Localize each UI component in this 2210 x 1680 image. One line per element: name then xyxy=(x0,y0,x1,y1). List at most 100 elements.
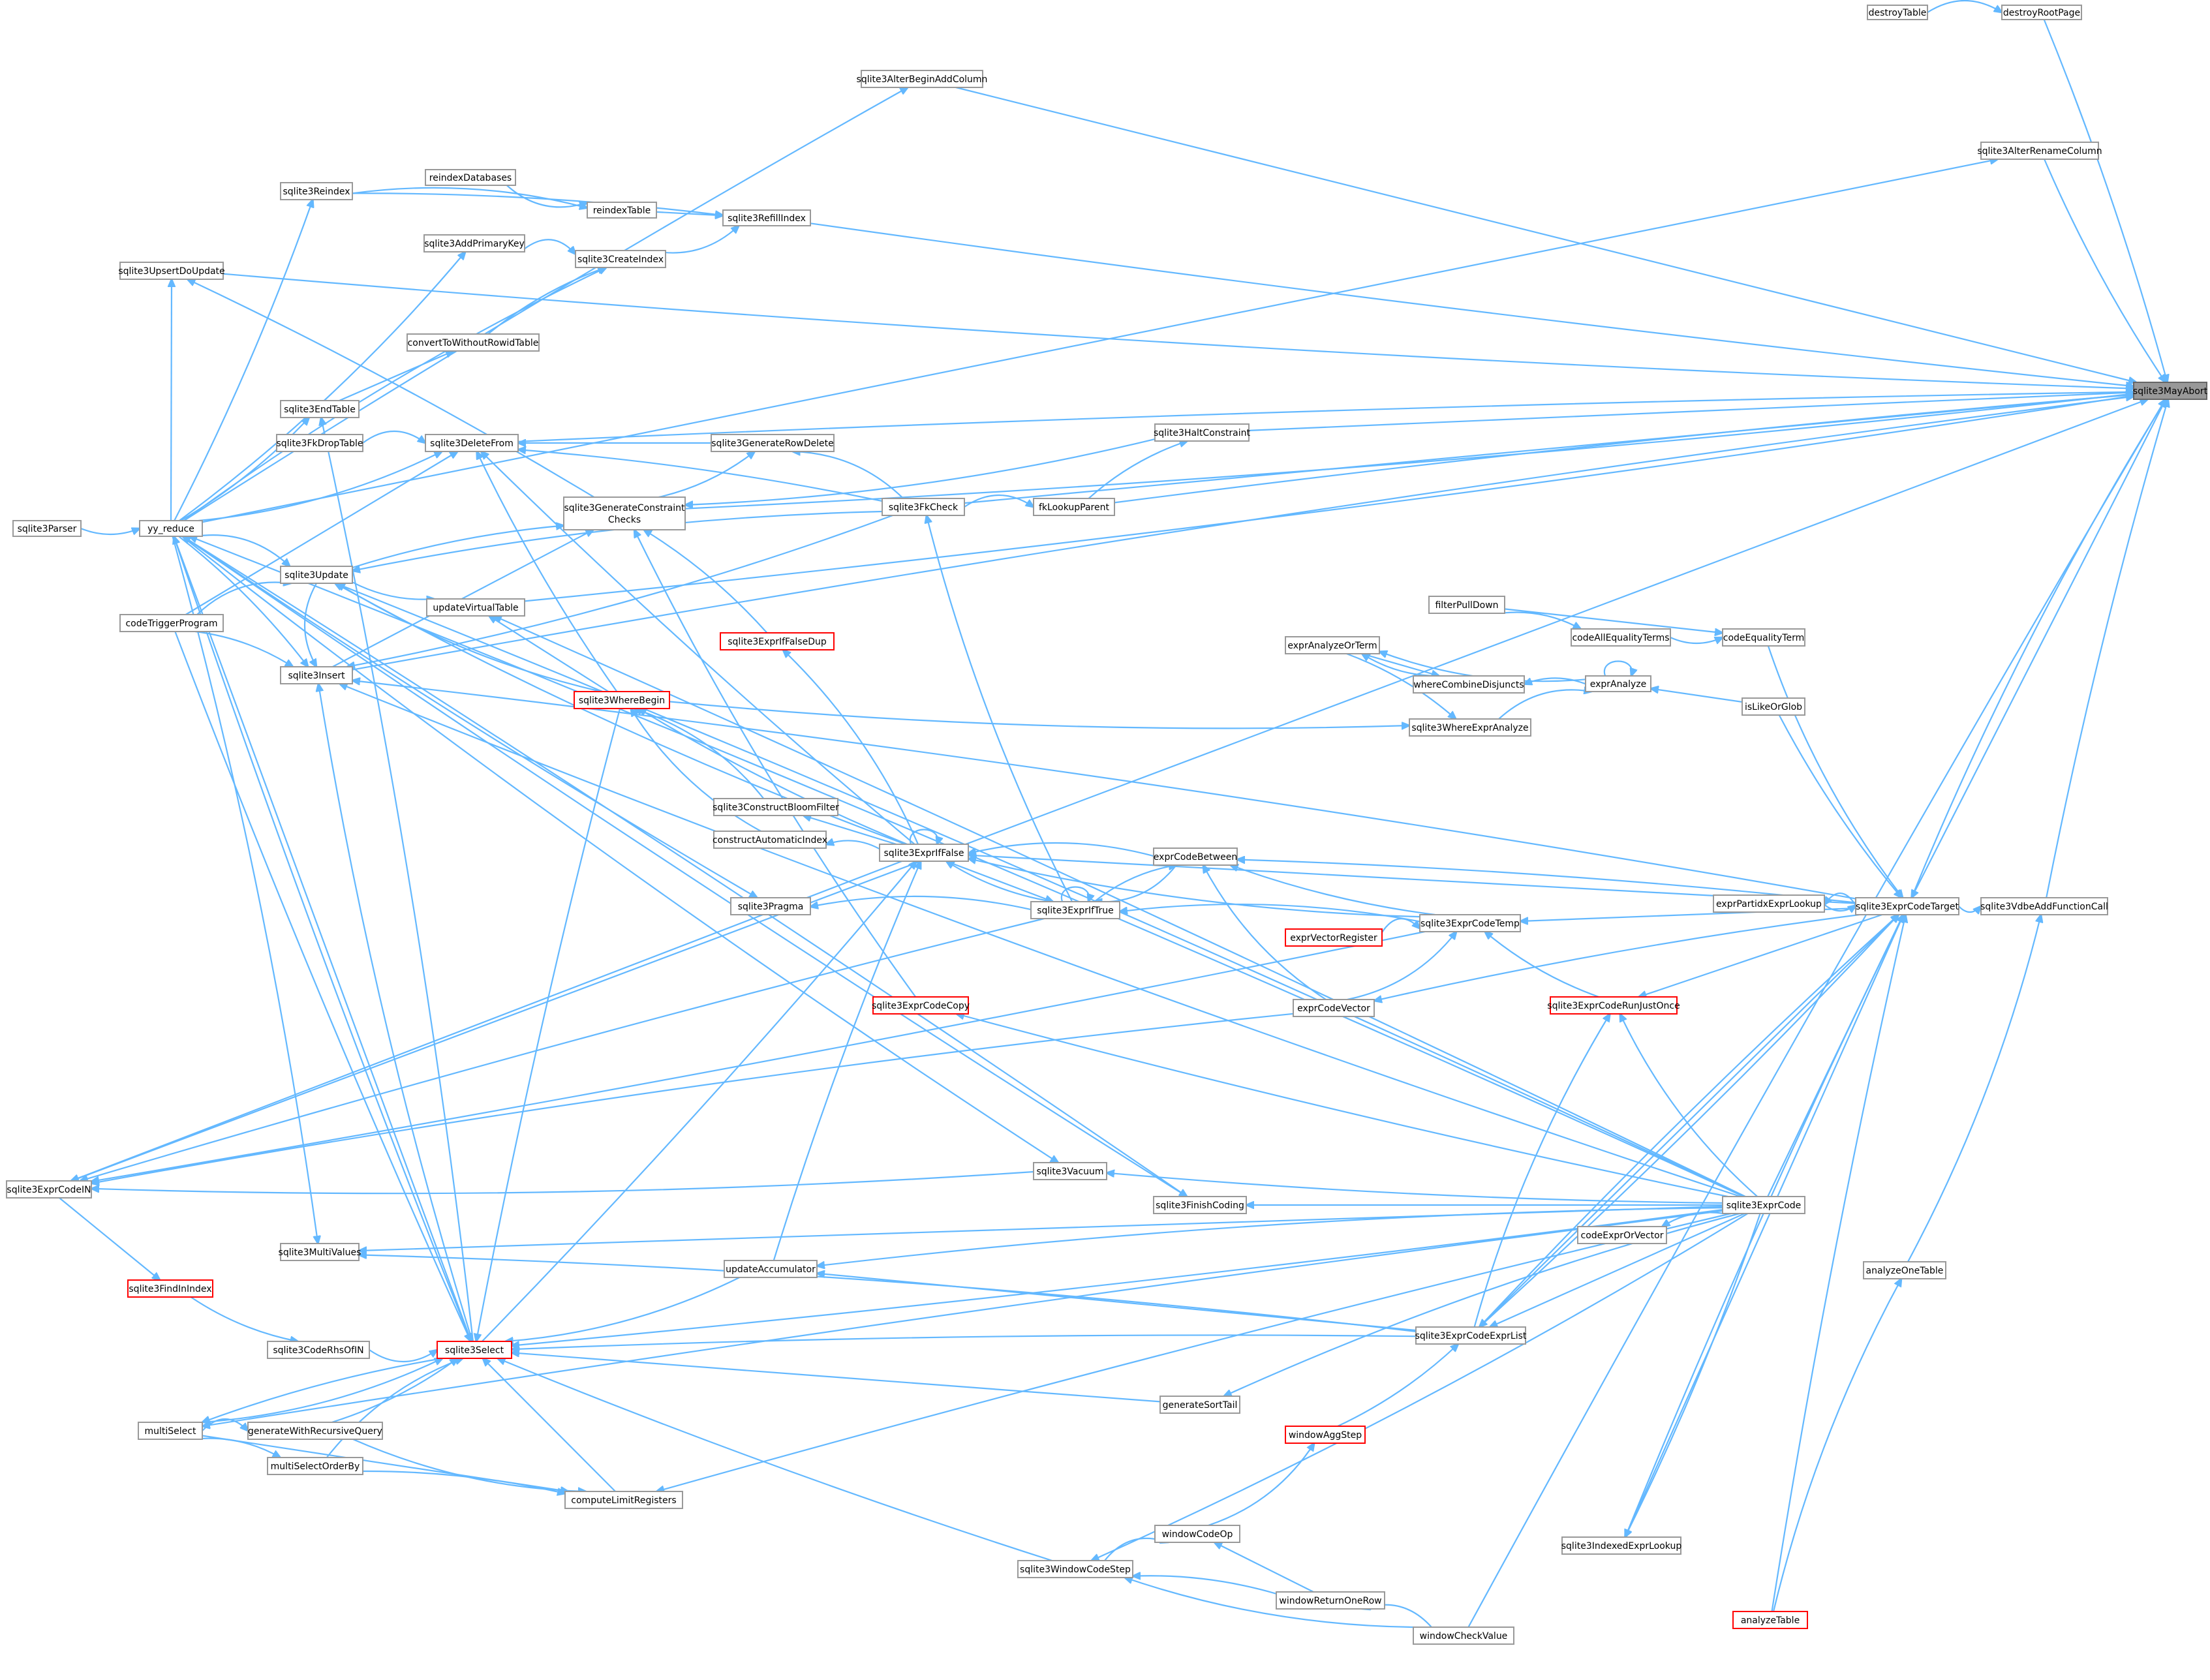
node-fkDropTable[interactable]: sqlite3FkDropTable xyxy=(276,434,363,452)
node-reindexDatabases[interactable]: reindexDatabases xyxy=(425,169,516,186)
node-analyzeOneTable[interactable]: analyzeOneTable xyxy=(1863,1261,1946,1279)
node-box-destroyTable xyxy=(1867,5,1928,20)
node-refillIndex[interactable]: sqlite3RefillIndex xyxy=(722,209,811,226)
node-destroyTable[interactable]: destroyTable xyxy=(1867,5,1928,20)
node-pragma[interactable]: sqlite3Pragma xyxy=(730,897,811,915)
node-exprCode[interactable]: sqlite3ExprCode xyxy=(1722,1196,1805,1214)
node-deleteFrom[interactable]: sqlite3DeleteFrom xyxy=(425,434,519,452)
node-codeAllEqualityTerms[interactable]: codeAllEqualityTerms xyxy=(1571,628,1671,647)
node-finishCoding[interactable]: sqlite3FinishCoding xyxy=(1153,1196,1247,1214)
node-filterPullDown[interactable]: filterPullDown xyxy=(1428,596,1505,614)
node-analyzeTable[interactable]: analyzeTable xyxy=(1732,1611,1808,1629)
node-exprVectorRegister[interactable]: exprVectorRegister xyxy=(1285,928,1383,947)
node-destroyRootPage[interactable]: destroyRootPage xyxy=(2001,5,2082,20)
node-exprCodeCopy[interactable]: sqlite3ExprCodeCopy xyxy=(872,996,970,1015)
node-windowCodeStep[interactable]: sqlite3WindowCodeStep xyxy=(1017,1560,1133,1578)
node-box-exprAnalyze xyxy=(1585,675,1651,692)
node-parser[interactable]: sqlite3Parser xyxy=(12,520,82,537)
call-edge-multiSelect-to-generateWithRecursiveQuery xyxy=(202,1418,248,1431)
node-generateSortTail[interactable]: generateSortTail xyxy=(1159,1396,1240,1414)
node-whereBegin[interactable]: sqlite3WhereBegin xyxy=(574,691,670,709)
node-box-multiSelectOrderBy xyxy=(267,1457,363,1475)
node-box-exprCodeRunJustOnce xyxy=(1550,996,1678,1015)
node-vdbeAddFunctionCall[interactable]: sqlite3VdbeAddFunctionCall xyxy=(1980,897,2108,915)
node-findInIndex[interactable]: sqlite3FindInIndex xyxy=(127,1279,213,1298)
node-label-pragma: sqlite3Pragma xyxy=(738,902,804,912)
node-update[interactable]: sqlite3Update xyxy=(280,566,353,584)
node-exprIfFalseDup[interactable]: sqlite3ExprIfFalseDup xyxy=(720,632,835,650)
call-edge-convertToWithoutRowid-to-createIndex xyxy=(487,267,606,335)
node-createIndex[interactable]: sqlite3CreateIndex xyxy=(575,250,666,268)
node-alterRename[interactable]: sqlite3AlterRenameColumn xyxy=(1977,142,2102,160)
node-multiSelectOrderBy[interactable]: multiSelectOrderBy xyxy=(267,1457,363,1475)
node-windowCheckValue[interactable]: windowCheckValue xyxy=(1413,1627,1514,1645)
node-windowReturnOneRow[interactable]: windowReturnOneRow xyxy=(1276,1591,1385,1610)
node-convertToWithoutRowid[interactable]: convertToWithoutRowidTable xyxy=(407,333,540,352)
node-exprIfFalse[interactable]: sqlite3ExprIfFalse xyxy=(879,844,969,862)
call-edge-exprCodeExprList-to-multiValues xyxy=(359,1255,1417,1332)
node-exprIfTrue[interactable]: sqlite3ExprIfTrue xyxy=(1030,901,1120,919)
call-edge-fkCheck-to-mayAbort xyxy=(964,394,2134,504)
node-multiSelect[interactable]: multiSelect xyxy=(138,1422,203,1440)
node-exprCodeIN[interactable]: sqlite3ExprCodeIN xyxy=(6,1180,92,1199)
node-exprPartidxExprLookup[interactable]: exprPartidxExprLookup xyxy=(1713,894,1825,913)
node-label-parser: sqlite3Parser xyxy=(18,524,77,534)
call-edge-whereBegin-to-whereExprAnalyze xyxy=(669,701,1409,728)
node-generateWithRecursiveQuery[interactable]: generateWithRecursiveQuery xyxy=(247,1422,383,1440)
node-box-vdbeAddFunctionCall xyxy=(1980,897,2108,915)
node-alterBegin[interactable]: sqlite3AlterBeginAddColumn xyxy=(857,70,988,88)
call-edge-generateWithRecursiveQuery-to-select xyxy=(331,1358,458,1424)
node-label-multiSelect: multiSelect xyxy=(145,1426,196,1437)
node-fkLookupParent[interactable]: fkLookupParent xyxy=(1033,498,1115,516)
node-label-yyReduce: yy_reduce xyxy=(147,524,194,534)
node-updateVirtualTable[interactable]: updateVirtualTable xyxy=(426,598,525,617)
node-insert[interactable]: sqlite3Insert xyxy=(280,666,353,684)
node-reindexTable[interactable]: reindexTable xyxy=(587,202,657,219)
node-exprAnalyzeOrTerm[interactable]: exprAnalyzeOrTerm xyxy=(1285,636,1380,654)
node-select[interactable]: sqlite3Select xyxy=(437,1341,512,1359)
node-updateAccumulator[interactable]: updateAccumulator xyxy=(724,1260,818,1278)
node-constructAutomaticIndex[interactable]: constructAutomaticIndex xyxy=(713,831,827,849)
node-codeTriggerProgram[interactable]: codeTriggerProgram xyxy=(119,614,224,632)
call-edge-yyReduce-to-deleteFrom xyxy=(198,451,442,522)
node-box-createIndex xyxy=(575,250,666,268)
node-constructBloomFilter[interactable]: sqlite3ConstructBloomFilter xyxy=(713,798,839,816)
node-whereCombineDisjuncts[interactable]: whereCombineDisjuncts xyxy=(1413,675,1525,694)
node-exprCodeRunJustOnce[interactable]: sqlite3ExprCodeRunJustOnce xyxy=(1547,996,1680,1015)
node-exprAnalyze[interactable]: exprAnalyze xyxy=(1585,675,1651,692)
call-edge-select-to-insert xyxy=(318,684,474,1342)
node-endTable[interactable]: sqlite3EndTable xyxy=(280,400,360,418)
node-yyReduce[interactable]: yy_reduce xyxy=(139,520,203,537)
node-isLikeOrGlob[interactable]: isLikeOrGlob xyxy=(1742,697,1805,716)
node-codeRhsOfIN[interactable]: sqlite3CodeRhsOfIN xyxy=(267,1341,370,1359)
node-windowCodeOp[interactable]: windowCodeOp xyxy=(1154,1525,1240,1543)
node-addPrimaryKey[interactable]: sqlite3AddPrimaryKey xyxy=(423,234,525,252)
node-haltConstraint[interactable]: sqlite3HaltConstraint xyxy=(1154,423,1251,442)
node-label-refillIndex: sqlite3RefillIndex xyxy=(728,213,806,224)
node-codeExprOrVector[interactable]: codeExprOrVector xyxy=(1577,1226,1667,1244)
node-reindex[interactable]: sqlite3Reindex xyxy=(280,182,353,200)
call-edge-refillIndex-to-mayAbort xyxy=(810,222,2134,386)
node-indexedExprLookup[interactable]: sqlite3IndexedExprLookup xyxy=(1561,1536,1682,1555)
node-exprCodeBetween[interactable]: exprCodeBetween xyxy=(1153,848,1238,866)
node-windowAggStep[interactable]: windowAggStep xyxy=(1285,1426,1366,1444)
call-edge-update-to-insert xyxy=(303,583,316,667)
node-exprCodeExprList[interactable]: sqlite3ExprCodeExprList xyxy=(1415,1326,1527,1345)
node-multiValues[interactable]: sqlite3MultiValues xyxy=(279,1243,361,1261)
node-vacuum[interactable]: sqlite3Vacuum xyxy=(1033,1162,1107,1180)
node-mayAbort[interactable]: sqlite3MayAbort xyxy=(2133,382,2208,400)
node-codeEqualityTerm[interactable]: codeEqualityTerm xyxy=(1722,628,1805,647)
node-computeLimitRegisters[interactable]: computeLimitRegisters xyxy=(564,1491,683,1509)
node-label-codeAllEqualityTerms: codeAllEqualityTerms xyxy=(1572,633,1669,643)
node-label-reindex: sqlite3Reindex xyxy=(283,187,350,197)
node-exprCodeTemp[interactable]: sqlite3ExprCodeTemp xyxy=(1419,914,1521,932)
node-exprCodeTarget[interactable]: sqlite3ExprCodeTarget xyxy=(1855,897,1959,915)
node-generateRowDelete[interactable]: sqlite3GenerateRowDelete xyxy=(711,434,835,452)
node-exprCodeVector[interactable]: exprCodeVector xyxy=(1293,999,1375,1017)
node-fkCheck[interactable]: sqlite3FkCheck xyxy=(882,498,965,516)
node-whereExprAnalyze[interactable]: sqlite3WhereExprAnalyze xyxy=(1409,718,1531,737)
node-upsertDoUpdate[interactable]: sqlite3UpsertDoUpdate xyxy=(118,262,225,280)
call-edge-select-to-exprIfFalse xyxy=(482,861,916,1342)
